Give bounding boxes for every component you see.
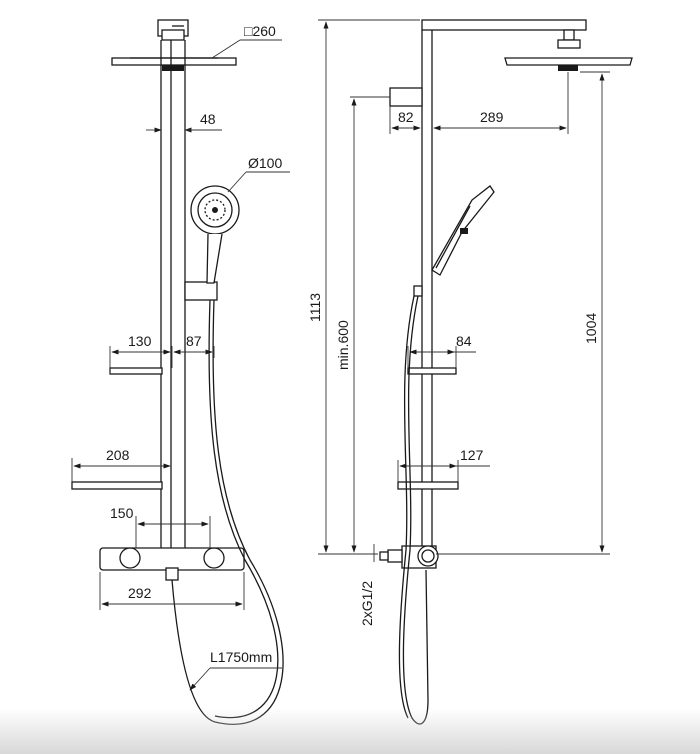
dim-head-height: 1004 xyxy=(583,313,599,344)
front-upper-shelf xyxy=(109,367,163,375)
front-view xyxy=(71,19,284,725)
front-thermostatic-mixer xyxy=(99,547,245,581)
side-wall-bracket xyxy=(389,87,423,107)
dim-shelf2-depth: 208 xyxy=(106,447,130,463)
dim-min-height: min.600 xyxy=(335,320,351,370)
dim-side-shelf1: 84 xyxy=(456,333,472,349)
side-upper-shelf xyxy=(407,367,457,375)
dim-inlet-thread: 2xG1/2 xyxy=(359,581,375,626)
dim-arm-reach: 289 xyxy=(480,109,504,125)
dim-side-shelf2: 127 xyxy=(460,447,484,463)
front-hand-shower-holder xyxy=(184,281,218,301)
front-overhead-shower-head xyxy=(111,19,237,71)
side-hand-shower-holder xyxy=(413,285,423,297)
side-shower-arm xyxy=(421,19,587,31)
side-overhead-shower-head xyxy=(504,29,633,71)
dim-head-square: □260 xyxy=(244,23,276,39)
dim-shelf1-depth: 130 xyxy=(128,333,152,349)
dim-mixer-width: 292 xyxy=(128,585,152,601)
front-vertical-bar xyxy=(160,40,186,548)
dim-wall-offset: 82 xyxy=(398,109,414,125)
front-dimensions: □260 48 Ø100 130 87 208 150 292 L xyxy=(71,23,290,691)
dim-arm-width: 48 xyxy=(200,111,216,127)
front-hand-shower xyxy=(190,185,240,284)
side-dimensions: 1113 min.600 82 289 1004 84 127 2xG1/2 xyxy=(307,19,610,626)
dim-total-height: 1113 xyxy=(307,293,323,322)
side-hand-shower xyxy=(431,185,495,276)
side-lower-shelf xyxy=(397,481,459,490)
dim-hand-diameter: Ø100 xyxy=(248,155,282,171)
front-lower-shelf xyxy=(71,481,163,490)
dim-hose-length: L1750mm xyxy=(210,649,272,665)
front-shower-hose-inner xyxy=(208,299,279,719)
side-view xyxy=(379,19,633,725)
side-shower-hose-inner xyxy=(398,295,415,719)
side-vertical-bar xyxy=(421,30,433,548)
dim-inlet-spacing: 150 xyxy=(110,505,134,521)
bottom-fade xyxy=(0,708,700,754)
dim-shelf1-offset: 87 xyxy=(186,333,202,349)
